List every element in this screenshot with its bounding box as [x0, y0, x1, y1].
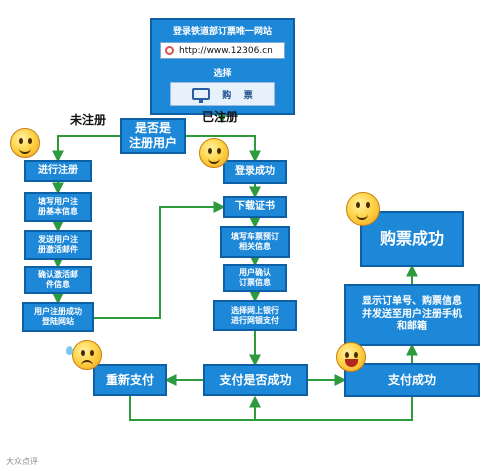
sweat-drop-icon	[66, 346, 73, 355]
top-panel-title: 登录铁道部订票唯一网站	[172, 27, 272, 37]
select-label: 选择	[213, 69, 232, 79]
step-send-activation-email: 发送用户注 册激活邮件	[24, 230, 92, 260]
monitor-icon	[192, 88, 211, 103]
smiley-thumbs-up-icon	[346, 192, 380, 226]
step-login-success: 登录成功	[223, 160, 287, 184]
arrow-to-register	[52, 135, 120, 163]
step-confirm-order: 用户确认 订票信息	[223, 264, 287, 292]
smiley-laugh-icon	[336, 342, 366, 372]
decision-payment: 支付是否成功	[203, 364, 308, 396]
buy-ticket-label: 购 票	[222, 90, 253, 101]
step-registration-success: 用户注册成功 登陆网站	[22, 302, 94, 332]
top-panel: 登录铁道部订票唯一网站 http://www.12306.cn 选择 购 票	[150, 18, 295, 115]
buy-ticket-button: 购 票	[170, 82, 275, 106]
arrow-to-download-cert	[92, 201, 226, 319]
smiley-sweat-icon	[72, 340, 102, 370]
purchase-success-box: 购票成功	[360, 211, 464, 267]
repay-box: 重新支付	[93, 364, 167, 396]
decision-registered: 是否是 注册用户	[120, 118, 186, 154]
step-register: 进行注册	[24, 160, 92, 182]
step-download-cert: 下载证书	[223, 196, 287, 218]
step-fill-ticket-info: 填写车票预订 相关信息	[220, 226, 290, 258]
step-confirm-activation: 确认激活邮 件信息	[24, 266, 92, 294]
arrow-repay-loop	[129, 395, 261, 421]
arrow-to-login-success	[186, 135, 261, 163]
step-fill-registration: 填写用户注 册基本信息	[24, 192, 92, 222]
show-order-info-box: 显示订单号、购票信息 并发送至用户注册手机 和邮箱	[344, 284, 480, 346]
browser-icon	[165, 46, 174, 55]
smiley-shy-icon	[10, 128, 40, 158]
label-registered: 已注册	[202, 110, 239, 124]
pay-success-box: 支付成功	[344, 363, 480, 397]
arrow-bottom-return	[255, 397, 413, 421]
step-online-banking: 选择网上银行 进行网银支付	[213, 300, 297, 331]
url-bar: http://www.12306.cn	[160, 42, 285, 59]
watermark: 大众点评	[6, 457, 38, 466]
url-text: http://www.12306.cn	[179, 45, 273, 56]
label-not-registered: 未注册	[70, 113, 107, 127]
smiley-happy-icon	[199, 138, 229, 168]
